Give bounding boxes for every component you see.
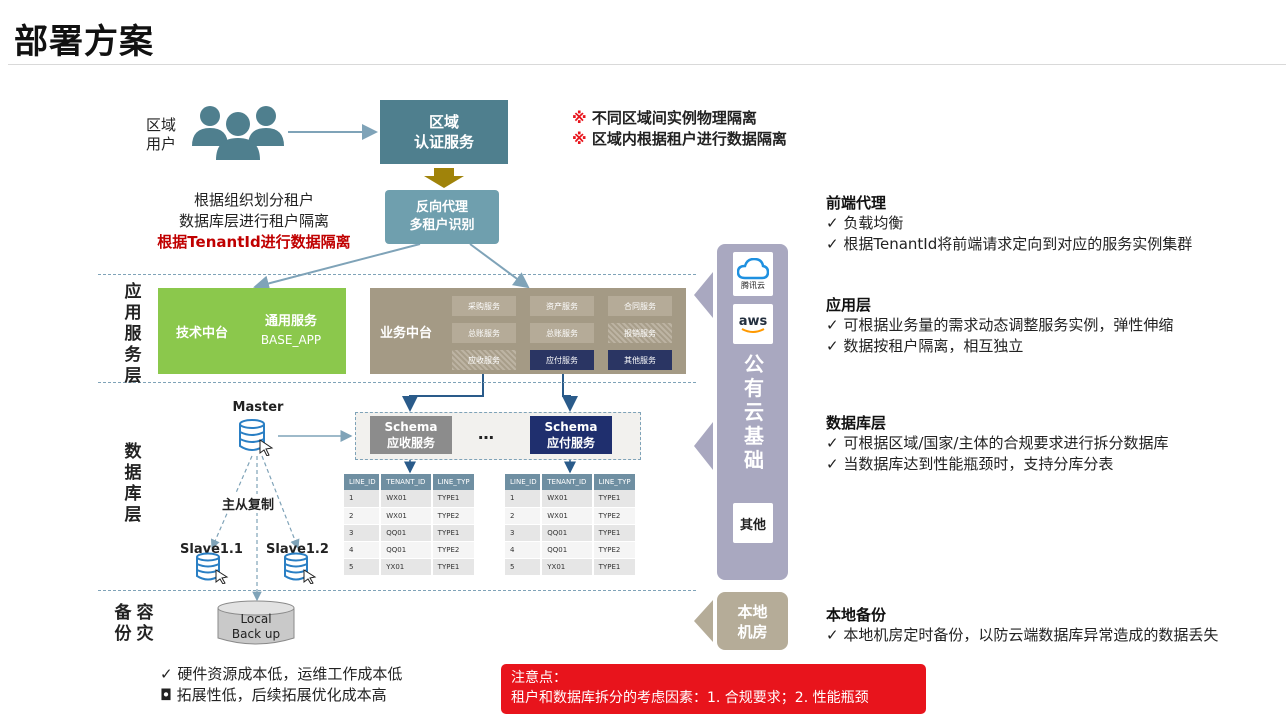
business-platform: 业务中台 采购服务 资产服务 合同服务 总账服务 总账服务 报销服务 应收服务 … bbox=[370, 288, 686, 374]
section-item: ✓ 本地机房定时备份，以防云端数据库异常造成的数据丢失 bbox=[826, 626, 1219, 644]
tech-platform: 技术中台 通用服务 BASE_APP bbox=[158, 288, 346, 374]
section-item: ✓ 可根据业务量的需求动态调整服务实例，弹性伸缩 bbox=[826, 316, 1174, 334]
tenant-notes: 根据组织划分租户 数据库层进行租户隔离 根据TenantId进行数据隔离 bbox=[157, 191, 351, 251]
service-expense: 报销服务 bbox=[608, 323, 672, 343]
section-item: ✓ 负载均衡 bbox=[826, 214, 904, 232]
business-platform-label: 业务中台 bbox=[380, 326, 433, 341]
section-item: ✓ 可根据区域/国家/主体的合规要求进行拆分数据库 bbox=[826, 434, 1169, 452]
section-title: 前端代理 bbox=[826, 194, 887, 212]
region-auth-service: 区域认证服务 bbox=[380, 100, 508, 164]
notice-box: 注意点： 租户和数据库拆分的考虑因素：1. 合规要求；2. 性能瓶颈 bbox=[501, 664, 926, 714]
frontend-proxy-section: 前端代理 ✓ 负载均衡 ✓ 根据TenantId将前端请求定向到对应的服务实例集… bbox=[826, 192, 1192, 255]
checkbox-icon: ◘ bbox=[160, 686, 172, 704]
users-label: 区域用户 bbox=[145, 116, 176, 153]
replication-label: 主从复制 bbox=[222, 494, 275, 513]
pros-cons: ✓ 硬件资源成本低，运维工作成本低 ◘ 拓展性低，后续拓展优化成本高 bbox=[160, 664, 402, 706]
app-layer-label: 应用服务层 bbox=[124, 282, 142, 386]
section-item: ✓ 数据按租户隔离，相互独立 bbox=[826, 337, 1024, 355]
service-ledger-2: 总账服务 bbox=[530, 323, 594, 343]
section-title: 本地备份 bbox=[826, 606, 887, 624]
section-item: ✓ 根据TenantId将前端请求定向到对应的服务实例集群 bbox=[826, 235, 1193, 253]
table-header: LINE_TYP bbox=[592, 474, 638, 490]
table-header: LINE_ID bbox=[344, 474, 382, 490]
service-ledger-1: 总账服务 bbox=[452, 323, 516, 343]
aws-logo: aws bbox=[733, 304, 773, 344]
section-title: 数据库层 bbox=[826, 414, 887, 432]
master-database-icon bbox=[239, 419, 274, 456]
cloud-icon bbox=[737, 257, 769, 279]
page-title: 部署方案 bbox=[14, 22, 154, 62]
table-header: LINE_TYP bbox=[431, 474, 477, 490]
public-cloud-label: 公有云基础 bbox=[744, 352, 764, 472]
layer-divider-backup bbox=[98, 590, 696, 591]
service-payable: 应付服务 bbox=[530, 350, 594, 370]
service-assets: 资产服务 bbox=[530, 296, 594, 316]
users-icon bbox=[192, 106, 284, 160]
section-title: 应用层 bbox=[826, 296, 872, 314]
local-room-panel bbox=[717, 592, 788, 650]
backup-layer-label-left: 备份 bbox=[114, 603, 132, 644]
table-header: TENANT_ID bbox=[380, 474, 433, 490]
layer-divider-app bbox=[98, 274, 696, 275]
local-backup-cylinder bbox=[217, 600, 295, 645]
backup-layer-label-right: 容灾 bbox=[136, 603, 154, 644]
db-layer-section: 数据库层 ✓ 可根据区域/国家/主体的合规要求进行拆分数据库 ✓ 当数据库达到性… bbox=[826, 412, 1168, 475]
db-layer-label: 数据库层 bbox=[124, 442, 142, 525]
reverse-proxy: 反向代理多租户识别 bbox=[385, 190, 499, 244]
local-room-label: 本地机房 bbox=[737, 603, 768, 641]
service-procurement: 采购服务 bbox=[452, 296, 516, 316]
schema-ellipsis: … bbox=[478, 424, 494, 443]
down-arrow-icon bbox=[424, 168, 464, 188]
table-header: LINE_ID bbox=[505, 474, 543, 490]
slave-1-database-icon bbox=[196, 552, 229, 584]
tencent-cloud-logo: 腾讯云 bbox=[733, 252, 773, 296]
table-header: TENANT_ID bbox=[541, 474, 594, 490]
slave-1-label: Slave1.1 bbox=[180, 542, 243, 557]
title-divider bbox=[8, 64, 1286, 65]
pro-item: ✓ 硬件资源成本低，运维工作成本低 bbox=[160, 665, 403, 683]
isolation-notes: ※ 不同区域间实例物理隔离 ※ 区域内根据租户进行数据隔离 bbox=[572, 109, 787, 148]
service-other: 其他服务 bbox=[608, 350, 672, 370]
section-item: ✓ 当数据库达到性能瓶颈时，支持分库分表 bbox=[826, 455, 1114, 473]
local-backup-section: 本地备份 ✓ 本地机房定时备份，以防云端数据库异常造成的数据丢失 bbox=[826, 604, 1218, 646]
slave-2-database-icon bbox=[284, 552, 317, 584]
master-label: Master bbox=[232, 400, 284, 415]
service-receivable: 应收服务 bbox=[452, 350, 516, 370]
con-item: ◘ 拓展性低，后续拓展优化成本高 bbox=[160, 686, 387, 704]
aws-smile-icon bbox=[741, 327, 765, 333]
service-contract: 合同服务 bbox=[608, 296, 672, 316]
slave-2-label: Slave1.2 bbox=[266, 542, 329, 557]
other-cloud: 其他 bbox=[733, 503, 773, 543]
layer-divider-db bbox=[98, 382, 696, 383]
app-layer-section: 应用层 ✓ 可根据业务量的需求动态调整服务实例，弹性伸缩 ✓ 数据按租户隔离，相… bbox=[826, 294, 1173, 357]
